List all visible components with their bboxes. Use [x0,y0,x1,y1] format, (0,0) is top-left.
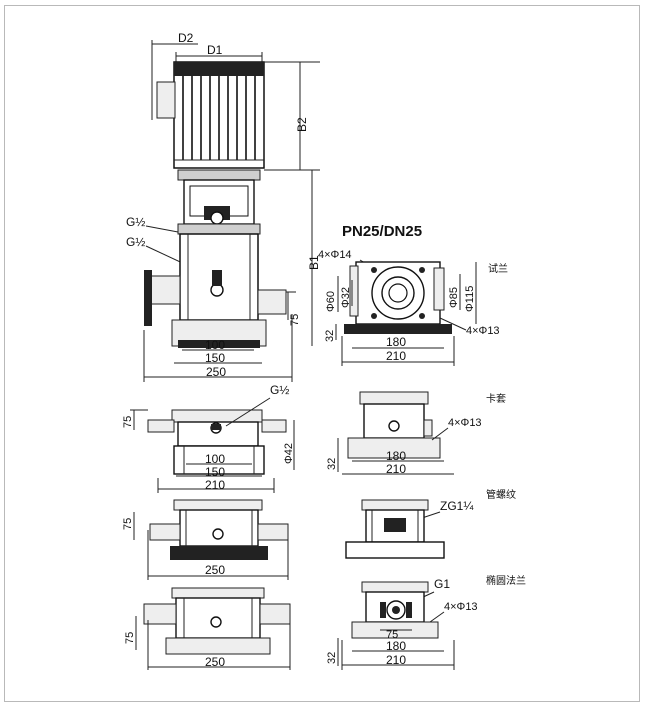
b1-label: B1 [307,255,321,270]
dim75-c-label: 75 [122,518,134,530]
g-half-mid-label: G½ [126,235,145,249]
flange-detail: PN25/DN25 4×Φ14 Φ60 Φ32 Φ85 Φ115 试兰 4×Φ1… [318,223,508,366]
dim210-c-label: 210 [386,462,406,476]
dim210-b-label: 210 [205,478,225,492]
pump-head [177,223,261,235]
d2-label: D2 [178,31,194,45]
g1-label: G1 [434,577,450,591]
inlet-flange [144,270,152,326]
four-phi13-a-label: 4×Φ13 [466,325,500,337]
pn-title: PN25/DN25 [342,223,422,240]
oval-flange-detail: 椭圆法兰 G1 4×Φ13 75 32 180 210 [326,574,526,670]
dim250-b-label: 250 [205,563,225,577]
elevation-view: D2 D1 B2 B1 G½ [126,31,321,382]
cn-thread-label: 管螺纹 [486,488,516,501]
dim250-a-label: 250 [206,365,226,379]
cn-flange-label: 试兰 [488,262,508,275]
g-half-plan-label: G½ [270,383,289,397]
dim180-a-label: 180 [386,335,406,349]
plan-view-2: 75 250 [122,499,289,580]
g-half-top-label: G½ [126,215,145,229]
dim150-a-label: 150 [205,351,225,365]
dim210-d-label: 210 [386,653,406,667]
b2-label: B2 [295,117,309,132]
phi60-label: Φ60 [325,291,337,312]
dim75-d-label: 75 [124,632,136,644]
four-phi13-b-label: 4×Φ13 [448,417,482,429]
dim100-b-label: 100 [205,452,225,466]
dim250-c-label: 250 [205,655,225,669]
outlet-pipe [257,289,287,315]
phi32-label: Φ32 [340,287,352,308]
drawing-frame [4,5,640,702]
phi115-label: Φ115 [464,286,476,312]
cn-clamp-label: 卡套 [486,392,506,405]
dim75-e-label: 75 [386,629,398,641]
inlet-pipe [149,275,181,305]
dim100-a-label: 100 [205,338,225,352]
dim210-a-label: 210 [386,349,406,363]
dim75-a-label: 75 [289,314,301,326]
motor-top-cap [174,62,264,76]
junction-box [156,81,176,119]
dim32-a-label: 32 [324,330,336,342]
zg-label: ZG1¼ [440,499,474,513]
plan-view-3: 75 250 [124,587,291,670]
dim150-b-label: 150 [205,465,225,479]
four-phi13-c-label: 4×Φ13 [444,601,478,613]
motor-flange [177,169,261,181]
dim180-c-label: 180 [386,639,406,653]
thread-detail: 管螺纹 ZG1¼ [345,488,516,559]
d1-label: D1 [207,43,223,57]
plan-view-1: G½ 75 Φ42 100 150 210 [122,383,295,493]
four-d14-label: 4×Φ14 [318,249,352,261]
dim180-b-label: 180 [386,449,406,463]
dim32-b-label: 32 [326,458,338,470]
cn-oval-label: 椭圆法兰 [486,574,526,587]
dim32-c-label: 32 [326,652,338,664]
phi85-label: Φ85 [448,287,460,308]
phi42-label: Φ42 [283,443,295,464]
clamp-detail: 卡套 4×Φ13 32 180 210 [326,391,506,476]
dim75-b-label: 75 [122,416,134,428]
